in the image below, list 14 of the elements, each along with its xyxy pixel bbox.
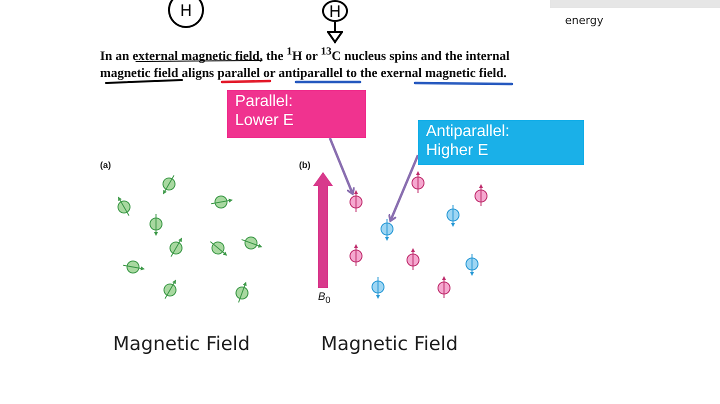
panel-label: (a) <box>100 160 111 170</box>
caption-text: Magnetic Field <box>321 333 458 355</box>
label-box: Antiparallel: Higher E <box>418 120 584 165</box>
circled-letter: H <box>168 0 204 28</box>
statement-text: In an external magnetic field, the $^{1}$H or $^{13}$C nucleus spins and the internal magnetic field aligns parallel or antiparallel to the exernal magnetic field. <box>100 44 550 82</box>
caption-text: Magnetic Field <box>113 333 250 355</box>
arrow <box>328 138 356 195</box>
label-box: Parallel: Lower E <box>227 90 366 138</box>
circled-letter: H <box>322 0 348 22</box>
arrow <box>327 22 343 43</box>
field-symbol: B$_{0}$ <box>318 291 330 306</box>
panel-label: (b) <box>299 160 310 170</box>
handwritten-note: energy <box>565 14 604 27</box>
arrow <box>388 154 420 222</box>
